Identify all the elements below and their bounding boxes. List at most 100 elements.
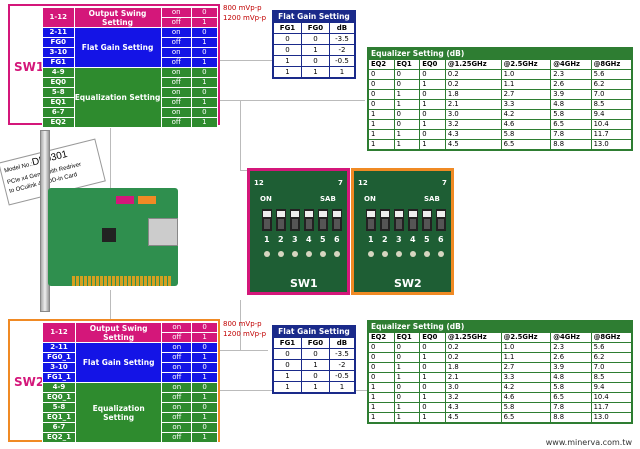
bit-cell: 0 [191,422,218,433]
equalizer-cell: 0 [393,342,421,353]
flat-gain-cell: 0 [300,370,330,382]
flat-gain-cell: -0.5 [328,370,356,382]
equalizer-cell: 1 [393,372,421,383]
dip-toggle[interactable] [422,209,432,231]
chip-redriver [102,228,116,242]
equalizer-cell: 3.3 [500,99,552,110]
dip-toggle[interactable] [366,209,376,231]
dip-toggle[interactable] [436,209,446,231]
equalizer-cell: 3.9 [550,362,592,373]
equalizer-title: Equalizer Setting (dB) [368,48,632,59]
equalizer-cell: 2.1 [444,99,502,110]
model-label: Model No.: [3,161,34,175]
equalizer-cell: 0 [393,109,421,120]
equalizer-cell: 1 [419,79,446,90]
dip-toggle[interactable] [394,209,404,231]
dip-toggle[interactable] [262,209,272,231]
equalizer-cell: 2.1 [444,372,502,383]
connector-line [240,170,250,171]
state-cell: off [160,97,192,108]
dip-toggle-knob [423,211,431,217]
flat-gain-cell: 1 [300,66,330,78]
flat-gain-header: dB [328,22,356,34]
dip-toggle[interactable] [332,209,342,231]
dip-toggle-slot [396,219,402,229]
equalizer-header: @4GHz [550,332,592,343]
connector-line [110,123,111,193]
sw2-swing-off-value: 1200 mVp-p [223,330,267,338]
equalizer-cell: 1 [368,129,395,140]
solder-pad [306,251,312,257]
pin-cell: FG0_1 [42,352,76,363]
flat-gain-cell: 1 [273,370,302,382]
equalizer-cell: 0 [368,372,395,383]
equalizer-cell: 5.8 [500,129,552,140]
equalizer-cell: 2.6 [550,79,592,90]
group-cell: Flat Gain Setting [74,342,163,383]
bit-cell: 0 [190,67,219,78]
equalizer-cell: 1 [368,392,395,403]
flat-gain-cell: -3.5 [328,348,356,360]
dip-toggle[interactable] [290,209,300,231]
equalizer-cell: 5.6 [590,342,633,353]
state-cell: off [161,392,193,403]
connector-line [110,290,111,320]
dip-toggle[interactable] [304,209,314,231]
pin-cell: 4-9 [42,382,76,393]
equalizer-cell: 1 [368,139,395,150]
pin-cell: EQ2 [42,117,75,128]
dip-toggle[interactable] [318,209,328,231]
equalizer-cell: 6.5 [500,139,552,150]
equalizer-cell: 1 [419,119,446,130]
equalizer-cell: 1 [368,402,395,413]
dip-toggle[interactable] [408,209,418,231]
flat-gain-cell: 0 [273,44,302,56]
equalizer-cell: 1.0 [500,69,552,80]
state-cell: on [161,402,193,413]
dip-toggle-knob [409,211,417,217]
dip-toggle[interactable] [380,209,390,231]
state-cell: off [161,372,193,383]
pin-cell: 5-8 [42,402,76,413]
equalizer-cell: 0 [368,89,395,100]
equalizer-header: EQ2 [368,332,395,343]
dip-sab-label: SAB [424,195,440,203]
state-cell: off [160,57,192,68]
dip-toggle[interactable] [276,209,286,231]
equalizer-cell: 1.0 [500,342,552,353]
state-cell: on [161,342,193,353]
equalizer-cell: 3.3 [500,372,552,383]
flat-gain-header: FG1 [273,22,302,34]
equalizer-cell: 4.8 [550,99,592,110]
equalizer-cell: 0 [368,362,395,373]
flat-gain-cell: 1 [273,55,302,67]
dip-toggle-knob [437,211,445,217]
state-cell: on [160,27,192,38]
state-cell: on [160,107,192,118]
solder-pad [438,251,444,257]
dip-toggle-knob [305,211,313,217]
flat-gain-cell: -3.5 [328,33,356,45]
solder-pad [410,251,416,257]
equalizer-cell: 5.8 [550,109,592,120]
equalizer-header: @2.5GHz [500,59,552,70]
solder-pad [424,251,430,257]
equalizer-cell: 4.2 [500,382,552,393]
bit-cell: 1 [190,117,219,128]
flat-gain-cell: 0 [273,359,302,371]
connector-line [240,100,241,170]
flat-gain-cell: 1 [273,381,302,393]
